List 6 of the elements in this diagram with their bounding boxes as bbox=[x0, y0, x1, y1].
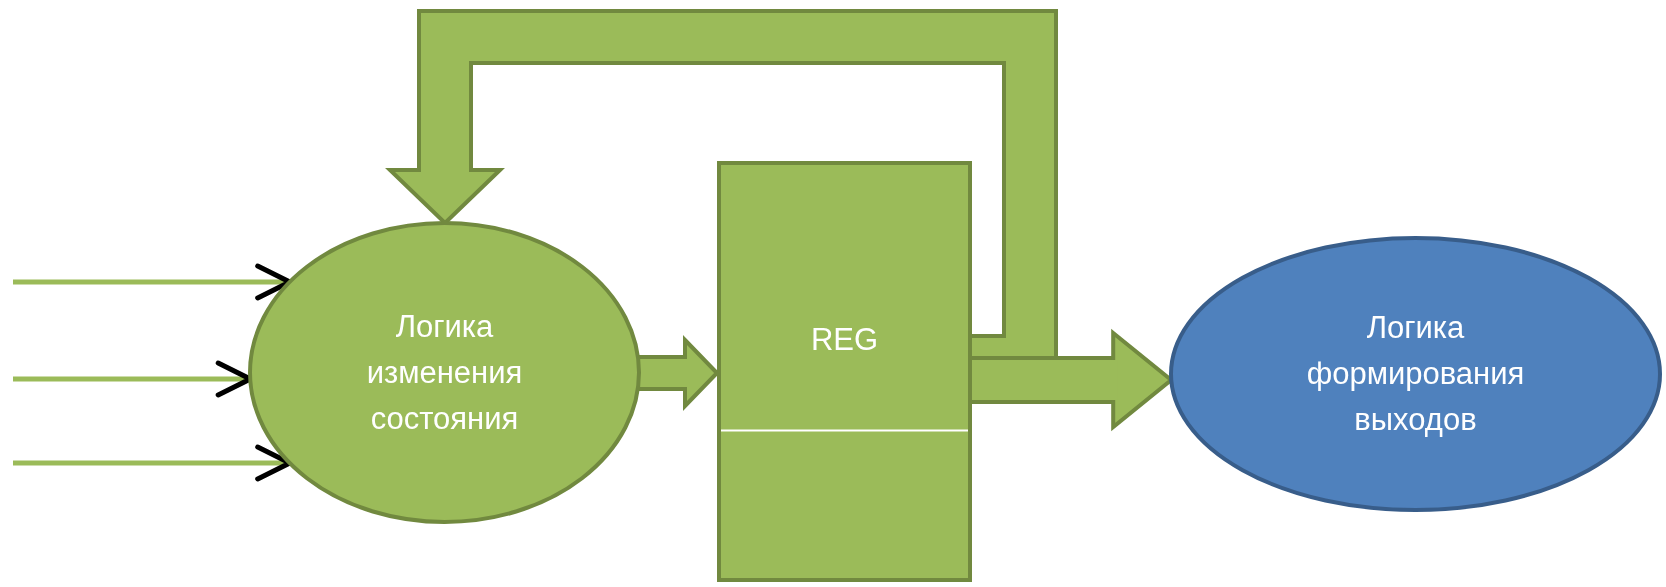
logic-ellipse bbox=[1169, 236, 1662, 512]
logic-ellipse bbox=[248, 221, 641, 524]
register-box bbox=[717, 161, 972, 582]
node-label: Логика формирования выходов bbox=[1305, 309, 1526, 439]
node-label: Логика изменения состояния bbox=[365, 307, 524, 438]
node-label: REG bbox=[810, 321, 879, 359]
